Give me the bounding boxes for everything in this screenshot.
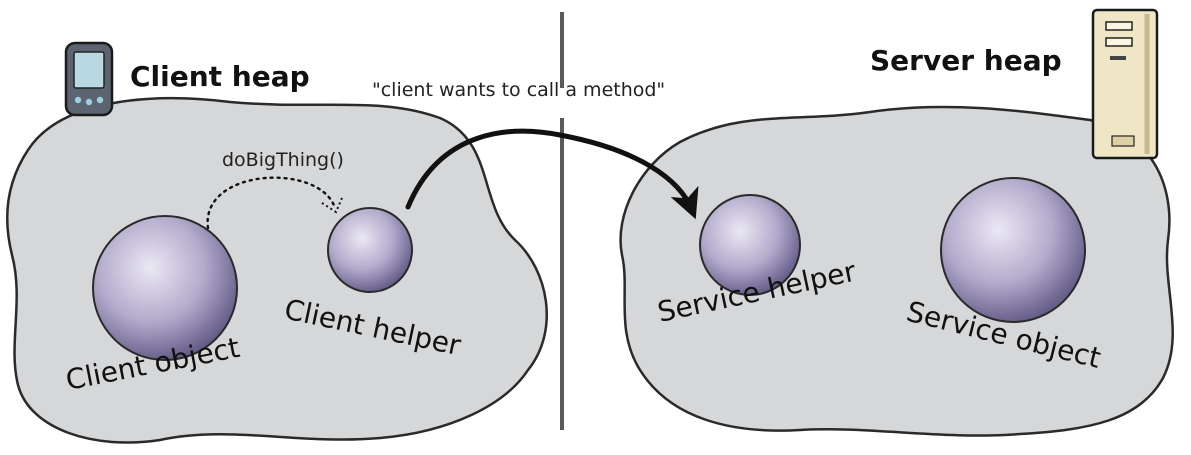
server-heap-region xyxy=(619,105,1174,437)
method-call-label: doBigThing() xyxy=(222,149,344,171)
call-caption: "client wants to call a method" xyxy=(372,79,665,101)
service-object-sphere xyxy=(940,177,1086,323)
client-heap-title: Client heap xyxy=(130,60,310,93)
service-helper-sphere xyxy=(699,194,801,296)
pda-icon xyxy=(64,41,114,117)
client-helper-sphere xyxy=(327,207,413,293)
server-heap-title: Server heap xyxy=(870,44,1062,77)
server-tower-icon xyxy=(1091,8,1159,160)
remote-call-arrow xyxy=(405,128,699,220)
client-object-sphere xyxy=(92,215,238,361)
method-call-arc xyxy=(206,176,337,230)
method-call-arrowhead xyxy=(321,197,343,214)
